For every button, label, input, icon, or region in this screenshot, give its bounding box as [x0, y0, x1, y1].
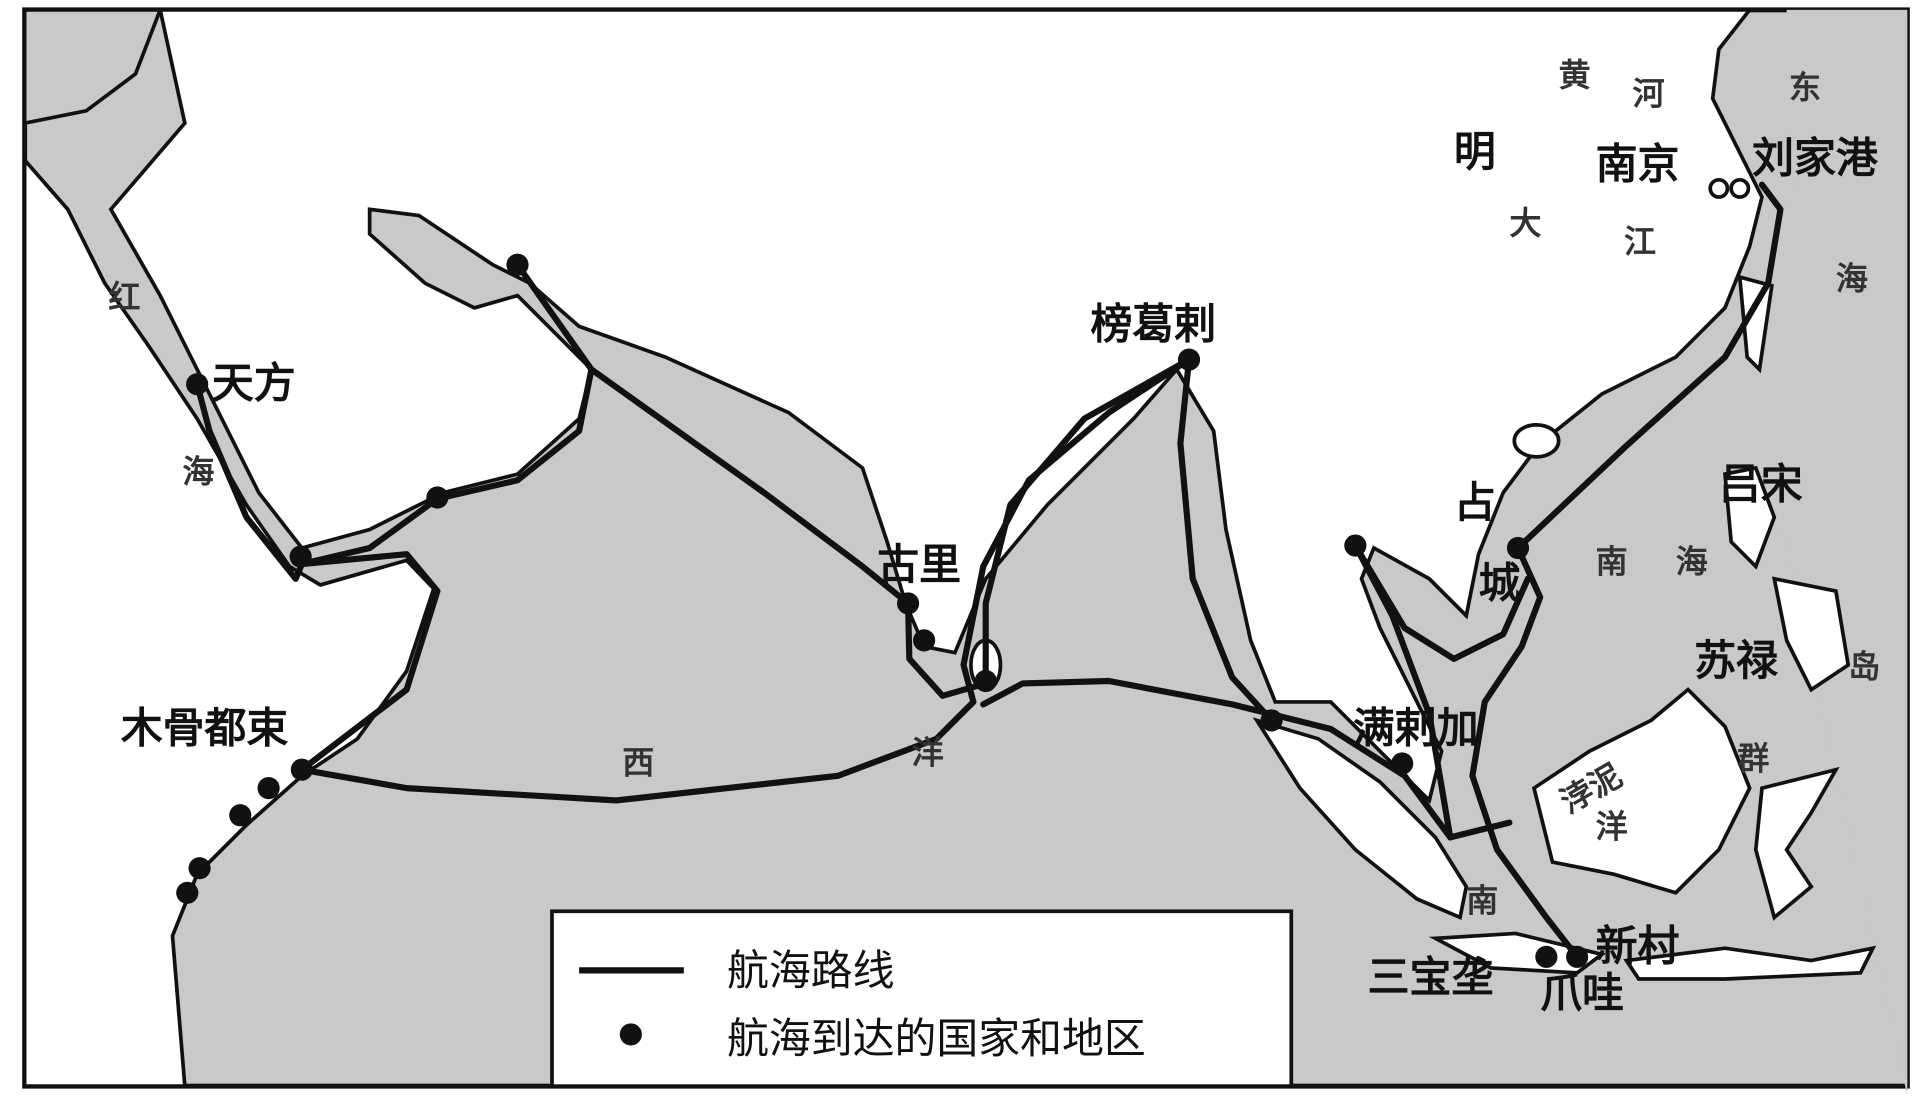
label-champa-2: 城 — [1479, 558, 1521, 607]
luzon-island — [1723, 465, 1777, 570]
destination-dot — [1566, 945, 1589, 968]
route-line — [514, 261, 912, 607]
java-island — [1428, 931, 1607, 975]
label-liujiagang: 刘家港 — [1752, 133, 1879, 182]
taiwan-island — [1737, 274, 1774, 374]
label-ming: 明 — [1454, 127, 1496, 176]
label-yangtze-1: 大 — [1509, 204, 1541, 242]
route-line — [982, 356, 1193, 685]
label-sulu: 苏禄 — [1694, 636, 1778, 685]
destination-dot — [1260, 709, 1283, 732]
legend: 航海路线 航海到达的国家和地区 — [550, 909, 1294, 1088]
destination-dot — [188, 857, 211, 880]
destination-dot — [913, 629, 936, 652]
route-line — [298, 356, 1193, 804]
destination-dot — [290, 758, 313, 781]
nanjing-marker-icon — [1708, 177, 1730, 199]
destination-dot — [176, 881, 199, 904]
label-brunei-ocean: 洋 — [1596, 807, 1628, 845]
route-line — [905, 600, 989, 699]
route-line — [980, 677, 1454, 841]
route-line — [194, 381, 305, 582]
route-line — [1352, 542, 1513, 841]
label-mecca: 天方 — [212, 359, 296, 408]
mindanao-island — [1771, 576, 1851, 693]
voyage-routes — [194, 181, 1784, 960]
route-line — [298, 551, 441, 773]
destination-dot — [1177, 348, 1201, 371]
mediterranean-sea — [22, 8, 163, 126]
legend-route-label: 航海路线 — [727, 946, 895, 995]
destination-dot — [186, 373, 209, 396]
label-islands: 群 — [1737, 740, 1769, 778]
liujiagang-marker-icon — [1729, 177, 1751, 199]
sumatra-island — [1252, 717, 1469, 921]
borneo-island — [1531, 687, 1752, 895]
destination-dot — [229, 804, 252, 827]
label-south-sea-1: 南 — [1596, 543, 1628, 581]
sulawesi-island — [1753, 766, 1840, 921]
legend-dot-label: 航海到达的国家和地区 — [727, 1014, 1146, 1063]
label-islands-2: 岛 — [1848, 647, 1880, 685]
destination-dots — [176, 253, 1589, 968]
label-nanjing: 南京 — [1596, 140, 1680, 189]
label-yangtze-2: 江 — [1624, 222, 1656, 260]
label-calicut: 古里 — [877, 540, 961, 589]
label-south-ocean: 南 — [1466, 881, 1498, 919]
route-line — [298, 366, 595, 568]
label-yellow-river-2: 河 — [1633, 75, 1665, 113]
label-luzon: 吕宋 — [1719, 460, 1803, 509]
label-east-sea-1: 东 — [1789, 69, 1821, 107]
legend-dot-swatch — [619, 1023, 642, 1046]
label-west-ocean-2: 洋 — [912, 734, 944, 772]
label-bengal: 榜葛剌 — [1090, 300, 1216, 349]
label-semarang: 三宝垄 — [1368, 952, 1494, 1001]
destination-dot — [974, 669, 997, 693]
label-java: 爪哇 — [1540, 968, 1624, 1017]
label-yellow-river-1: 黄 — [1559, 56, 1591, 94]
label-south-sea-2: 海 — [1676, 543, 1708, 581]
destination-dot — [1535, 945, 1558, 968]
route-line — [1514, 181, 1784, 552]
lesser-sunda-islands — [1623, 945, 1877, 981]
label-red-sea-1: 红 — [108, 278, 140, 316]
route-line — [1177, 356, 1275, 724]
destination-dot — [1344, 534, 1367, 557]
asia-landmass — [108, 8, 1764, 805]
destination-dot — [289, 545, 312, 568]
label-west-ocean-1: 西 — [622, 743, 654, 781]
label-xincun: 新村 — [1596, 922, 1680, 971]
destination-dot — [1391, 752, 1414, 775]
route-line — [1469, 544, 1581, 960]
label-red-sea-2: 海 — [182, 453, 214, 491]
label-mogadishu: 木骨都束 — [121, 704, 289, 753]
label-malacca: 满剌加 — [1353, 704, 1479, 753]
hainan-island — [1512, 423, 1561, 459]
destination-dot — [257, 777, 280, 800]
destination-dot — [426, 486, 449, 509]
label-champa-1: 占 — [1454, 478, 1496, 527]
destination-dot — [1506, 536, 1530, 560]
destination-dot — [897, 592, 920, 615]
route-line — [1352, 542, 1531, 662]
label-east-sea-2: 海 — [1836, 259, 1868, 297]
legend-box — [550, 909, 1294, 1088]
destination-dot — [506, 253, 529, 276]
east-sea-area — [1774, 9, 1908, 1096]
